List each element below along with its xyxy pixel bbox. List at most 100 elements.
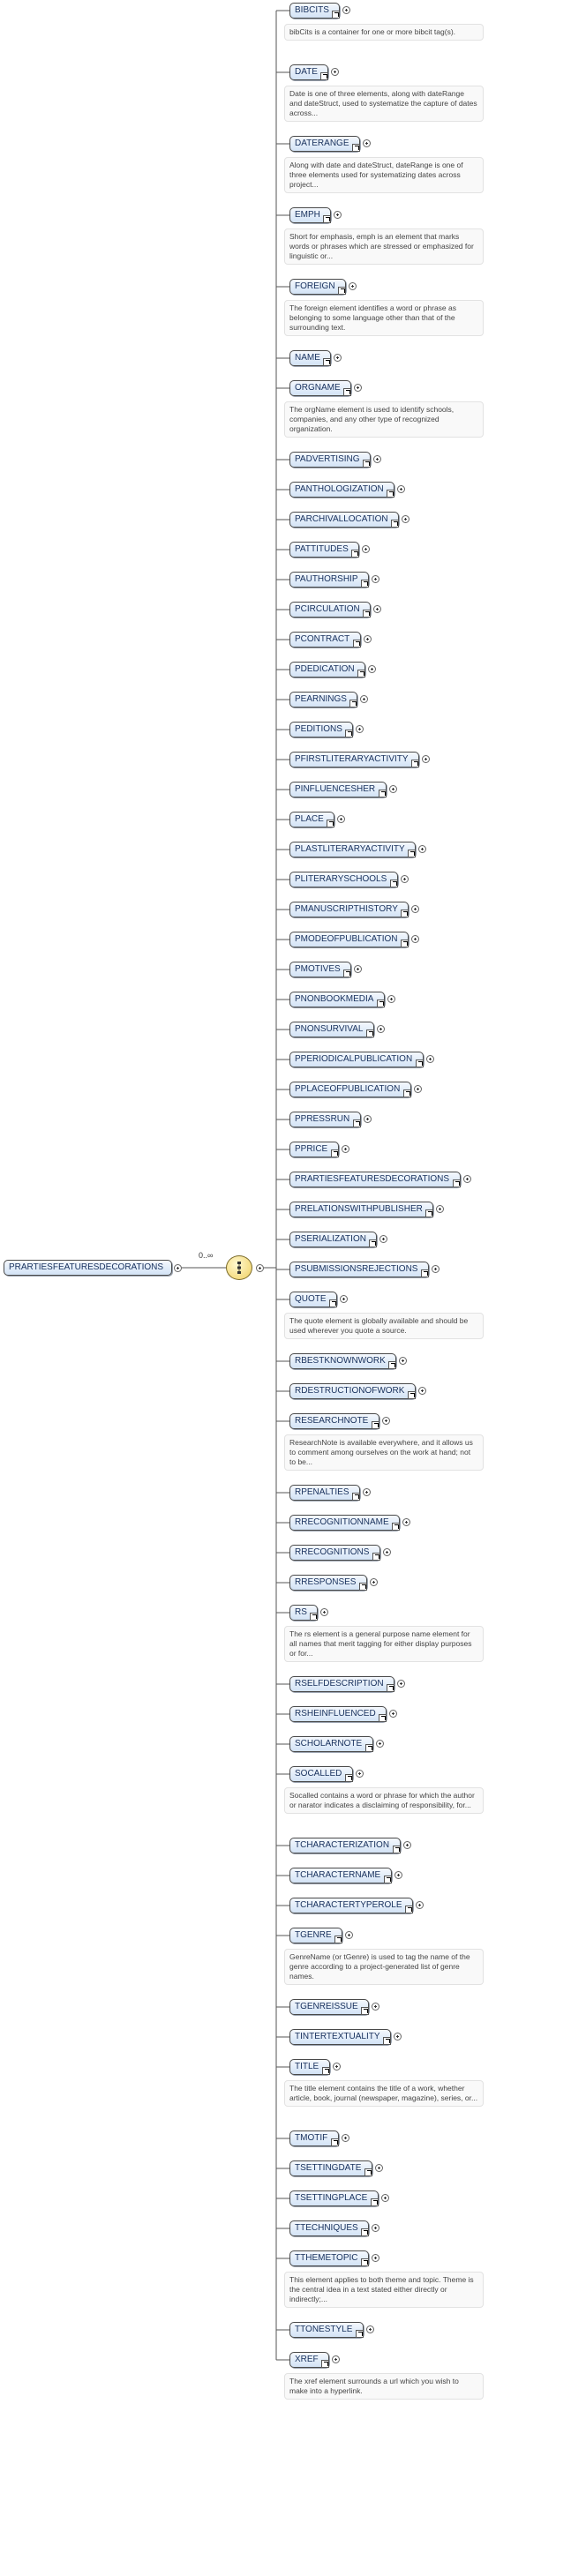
element-node[interactable]: RESEARCHNOTE bbox=[289, 1413, 379, 1429]
element-node[interactable]: TTHEMETOPIC bbox=[289, 2250, 369, 2266]
expand-icon[interactable] bbox=[402, 1518, 410, 1526]
element-node[interactable]: PSERIALIZATION bbox=[289, 1232, 377, 1247]
element-node[interactable]: PATTITUDES bbox=[289, 542, 359, 558]
element-node[interactable]: RS bbox=[289, 1605, 318, 1621]
element-node[interactable]: PADVERTISING bbox=[289, 452, 371, 468]
expand-icon[interactable] bbox=[411, 905, 419, 913]
expand-icon[interactable] bbox=[381, 2194, 389, 2202]
expand-icon[interactable] bbox=[333, 2063, 341, 2071]
expand-icon[interactable] bbox=[463, 1175, 471, 1183]
element-node[interactable]: QUOTE bbox=[289, 1292, 337, 1307]
expand-icon[interactable] bbox=[368, 665, 376, 673]
expand-icon[interactable] bbox=[422, 755, 430, 763]
sequence-expand-icon[interactable] bbox=[256, 1264, 264, 1272]
expand-icon[interactable] bbox=[337, 815, 345, 823]
expand-icon[interactable] bbox=[418, 1387, 426, 1395]
element-node[interactable]: PFIRSTLITERARYACTIVITY bbox=[289, 752, 419, 768]
element-node[interactable]: PPERIODICALPUBLICATION bbox=[289, 1052, 424, 1067]
expand-icon[interactable] bbox=[342, 1145, 349, 1153]
expand-icon[interactable] bbox=[364, 635, 372, 643]
expand-icon[interactable] bbox=[334, 211, 342, 219]
element-node[interactable]: RRECOGNITIONNAME bbox=[289, 1515, 400, 1531]
expand-icon[interactable] bbox=[394, 2033, 402, 2041]
expand-icon[interactable] bbox=[402, 515, 409, 523]
expand-icon[interactable] bbox=[354, 384, 362, 392]
element-node[interactable]: TCHARACTERTYPEROLE bbox=[289, 1898, 413, 1913]
element-node[interactable]: PPRESSRUN bbox=[289, 1112, 361, 1127]
element-node[interactable]: RPENALTIES bbox=[289, 1485, 360, 1501]
element-node[interactable]: ORGNAME bbox=[289, 380, 351, 396]
element-node[interactable]: TGENRE bbox=[289, 1928, 342, 1943]
element-node[interactable]: PMODEOFPUBLICATION bbox=[289, 932, 409, 947]
element-node[interactable]: PLITERARYSCHOOLS bbox=[289, 872, 398, 887]
element-node[interactable]: RRESPONSES bbox=[289, 1575, 367, 1591]
expand-icon[interactable] bbox=[362, 545, 370, 553]
element-node[interactable]: TCHARACTERIZATION bbox=[289, 1838, 401, 1853]
expand-icon[interactable] bbox=[418, 845, 426, 853]
expand-icon[interactable] bbox=[383, 1548, 391, 1556]
expand-icon[interactable] bbox=[342, 6, 350, 14]
expand-icon[interactable] bbox=[366, 2325, 374, 2333]
element-node[interactable]: TGENREISSUE bbox=[289, 1999, 369, 2015]
element-node[interactable]: RDESTRUCTIONOFWORK bbox=[289, 1383, 416, 1399]
element-node[interactable]: PMANUSCRIPTHISTORY bbox=[289, 902, 409, 917]
root-element-node[interactable]: PRARTIESFEATURESDECORATIONS bbox=[4, 1260, 172, 1276]
element-node[interactable]: PCIRCULATION bbox=[289, 602, 371, 618]
expand-icon[interactable] bbox=[360, 695, 368, 703]
element-node[interactable]: PEARNINGS bbox=[289, 692, 357, 708]
expand-icon[interactable] bbox=[379, 1235, 387, 1243]
element-node[interactable]: TTECHNIQUES bbox=[289, 2220, 369, 2236]
expand-icon[interactable] bbox=[375, 2164, 383, 2172]
expand-icon[interactable] bbox=[340, 1295, 348, 1303]
expand-icon[interactable] bbox=[394, 1871, 402, 1879]
element-node[interactable]: TCHARACTERNAME bbox=[289, 1868, 392, 1883]
expand-icon[interactable] bbox=[372, 575, 379, 583]
element-node[interactable]: SCHOLARNOTE bbox=[289, 1736, 373, 1752]
expand-icon[interactable] bbox=[411, 935, 419, 943]
element-node[interactable]: RSELFDESCRIPTION bbox=[289, 1676, 394, 1692]
element-node[interactable]: DATERANGE bbox=[289, 136, 360, 152]
expand-icon[interactable] bbox=[436, 1205, 444, 1213]
expand-icon[interactable] bbox=[332, 2355, 340, 2363]
expand-icon[interactable] bbox=[331, 68, 339, 76]
element-node[interactable]: PPLACEOFPUBLICATION bbox=[289, 1082, 411, 1097]
element-node[interactable]: PRARTIESFEATURESDECORATIONS bbox=[289, 1172, 461, 1187]
expand-icon[interactable] bbox=[372, 2224, 379, 2232]
element-node[interactable]: EMPH bbox=[289, 207, 331, 223]
element-node[interactable]: PMOTIVES bbox=[289, 962, 351, 977]
expand-icon[interactable] bbox=[399, 1357, 407, 1365]
expand-icon[interactable] bbox=[416, 1901, 424, 1909]
expand-icon[interactable] bbox=[372, 2003, 379, 2011]
expand-icon[interactable] bbox=[372, 2254, 379, 2262]
expand-icon[interactable] bbox=[397, 485, 405, 493]
root-expand-icon[interactable] bbox=[174, 1264, 182, 1272]
element-node[interactable]: TTONESTYLE bbox=[289, 2322, 364, 2338]
element-node[interactable]: FOREIGN bbox=[289, 279, 346, 295]
element-node[interactable]: TINTERTEXTUALITY bbox=[289, 2029, 391, 2045]
expand-icon[interactable] bbox=[376, 1740, 384, 1748]
element-node[interactable]: PANTHOLOGIZATION bbox=[289, 482, 394, 498]
element-node[interactable]: PRELATIONSWITHPUBLISHER bbox=[289, 1202, 433, 1217]
expand-icon[interactable] bbox=[356, 1770, 364, 1778]
expand-icon[interactable] bbox=[342, 2134, 349, 2142]
element-node[interactable]: RRECOGNITIONS bbox=[289, 1545, 380, 1561]
expand-icon[interactable] bbox=[426, 1055, 434, 1063]
element-node[interactable]: XREF bbox=[289, 2352, 329, 2368]
element-node[interactable]: PSUBMISSIONSREJECTIONS bbox=[289, 1262, 429, 1277]
expand-icon[interactable] bbox=[354, 965, 362, 973]
element-node[interactable]: PARCHIVALLOCATION bbox=[289, 512, 399, 528]
expand-icon[interactable] bbox=[334, 354, 342, 362]
element-node[interactable]: RSHEINFLUENCED bbox=[289, 1706, 387, 1722]
element-node[interactable]: PINFLUENCESHER bbox=[289, 782, 387, 798]
element-node[interactable]: PPRICE bbox=[289, 1142, 339, 1157]
expand-icon[interactable] bbox=[349, 282, 357, 290]
expand-icon[interactable] bbox=[363, 139, 371, 147]
element-node[interactable]: TSETTINGPLACE bbox=[289, 2190, 379, 2206]
element-node[interactable]: PDEDICATION bbox=[289, 662, 365, 678]
expand-icon[interactable] bbox=[356, 725, 364, 733]
element-node[interactable]: TSETTINGDATE bbox=[289, 2160, 372, 2176]
expand-icon[interactable] bbox=[373, 455, 381, 463]
expand-icon[interactable] bbox=[373, 605, 381, 613]
expand-icon[interactable] bbox=[389, 1710, 397, 1718]
expand-icon[interactable] bbox=[320, 1608, 328, 1616]
